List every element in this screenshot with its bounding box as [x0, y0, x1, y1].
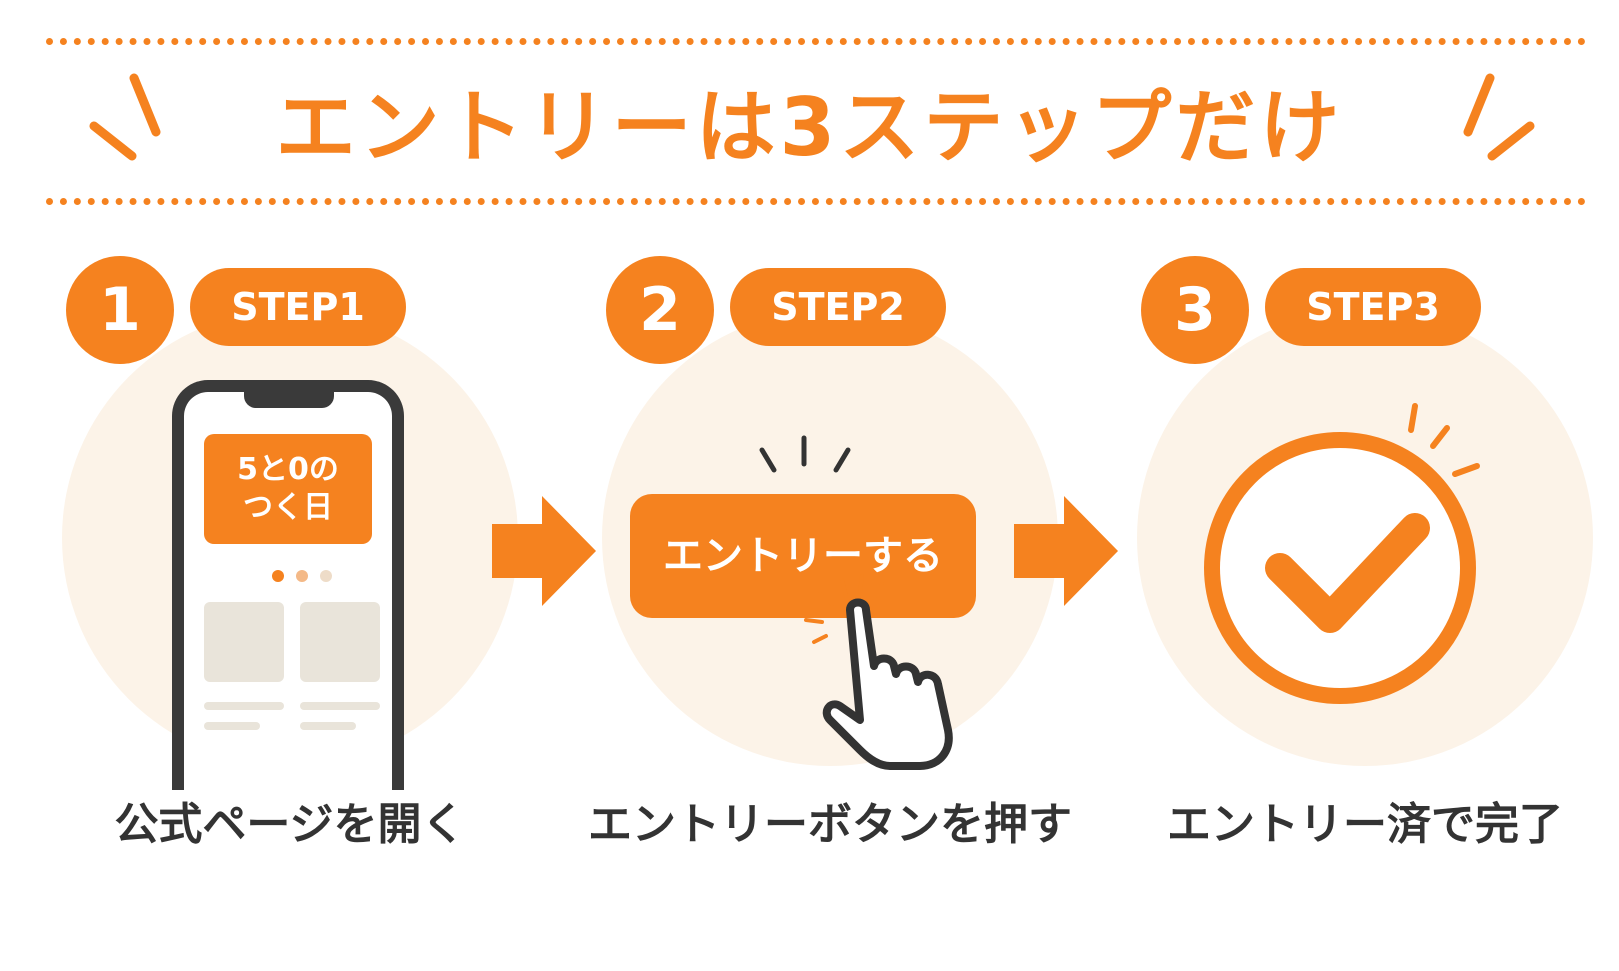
step-caption: エントリーボタンを押す [588, 799, 1072, 850]
phone-banner-line1: 5と0の [237, 452, 339, 487]
phone-banner-line2: つく日 [243, 490, 333, 525]
content-card [300, 602, 380, 682]
text-placeholder [204, 702, 284, 710]
carousel-dot [272, 570, 284, 582]
sparkle-icon [759, 435, 851, 473]
smartphone-icon: 5と0の つく日 [172, 380, 404, 790]
text-placeholder [204, 722, 260, 730]
carousel-dot [320, 570, 332, 582]
carousel-dot [296, 570, 308, 582]
step-2: 2 STEP2 エントリーする エントリーボタンを押す [588, 250, 1072, 870]
step-caption: 公式ページを開く [114, 799, 466, 850]
text-placeholder [300, 702, 380, 710]
step-3: 3 STEP3 エントリー済で完了 [1135, 250, 1605, 870]
dotted-divider-bottom [46, 198, 1586, 205]
sparkle-icon [1463, 73, 1535, 161]
arrow-right-icon [1014, 496, 1118, 606]
phone-notch [244, 392, 334, 408]
step-1: 1 STEP1 5と0の つく日 公式ページを開く [60, 250, 530, 870]
check-circle-icon [1204, 403, 1480, 704]
step-number-badge: 3 [1141, 256, 1249, 364]
text-placeholder [300, 722, 356, 730]
pointing-hand-icon [804, 574, 953, 770]
step-label-pill: STEP3 [1265, 268, 1481, 346]
step-caption: エントリー済で完了 [1167, 799, 1563, 850]
step-number-badge: 1 [66, 256, 174, 364]
step-number-badge: 2 [606, 256, 714, 364]
step-label-pill: STEP1 [190, 268, 406, 346]
page-title: エントリーは3ステップだけ [275, 81, 1344, 174]
carousel-dots [272, 570, 332, 582]
sparkle-icon [89, 73, 161, 161]
phone-banner: 5と0の つく日 [204, 434, 372, 544]
step-label-pill: STEP2 [730, 268, 946, 346]
entry-button[interactable]: エントリーする [630, 494, 976, 618]
dotted-divider-top [46, 38, 1586, 45]
content-card [204, 602, 284, 682]
arrow-right-icon [492, 496, 596, 606]
